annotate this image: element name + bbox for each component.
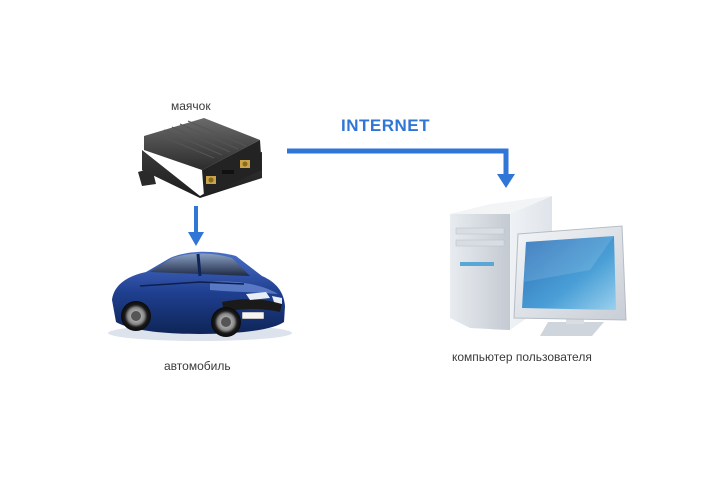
- car-label: автомобиль: [164, 359, 231, 373]
- internet-label: INTERNET: [341, 116, 430, 135]
- tracker-label: маячок: [171, 99, 211, 113]
- computer-label: компьютер пользователя: [452, 350, 592, 364]
- internet-arrow: [287, 148, 515, 188]
- tracker-to-car-arrow: [188, 206, 204, 246]
